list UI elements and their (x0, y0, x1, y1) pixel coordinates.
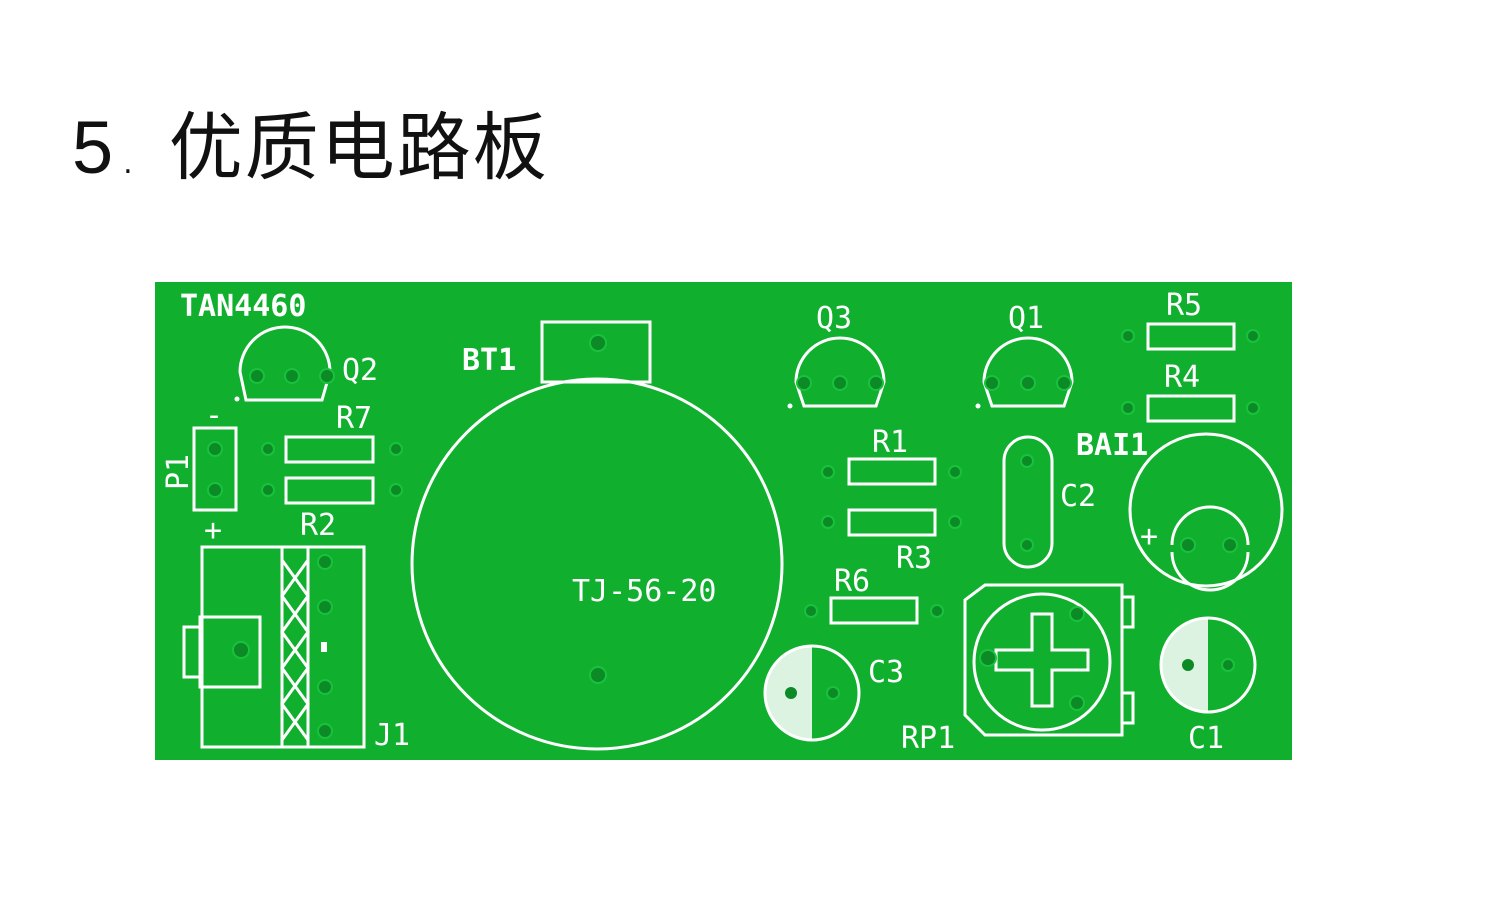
c1-label: C1 (1188, 721, 1224, 756)
title-text: 优质电路板 (168, 105, 549, 191)
r6-footprint: R6 (804, 564, 944, 625)
c2-label: C2 (1060, 479, 1096, 514)
q3-footprint: Q3 (787, 301, 886, 409)
r2-footprint: R2 (261, 476, 403, 543)
r1-label: R1 (872, 425, 908, 460)
c1-footprint: C1 (1159, 616, 1257, 756)
bt1-part-label: TJ-56-20 (572, 574, 717, 609)
r7-footprint: R7 (261, 401, 403, 464)
r6-label: R6 (834, 564, 870, 599)
p1-label: P1 (161, 454, 196, 490)
rp1-footprint: RP1 (901, 583, 1135, 756)
r1-footprint: R1 (821, 425, 962, 486)
r3-label: R3 (896, 541, 932, 576)
title-separator: . (123, 146, 135, 181)
p1-footprint: - + P1 (161, 398, 238, 548)
r5-label: R5 (1166, 288, 1202, 323)
bt1-label: BT1 (462, 343, 516, 378)
title-number: 5 (72, 106, 116, 189)
q1-footprint: Q1 (975, 301, 1074, 409)
pcb-board (155, 282, 1292, 760)
r4-footprint: R4 (1121, 360, 1260, 423)
p1-minus-label: - (205, 398, 223, 433)
j1-label: J1 (374, 718, 410, 753)
r5-footprint: R5 (1121, 288, 1260, 351)
j1-footprint: J1 (182, 545, 410, 753)
r7-label: R7 (336, 401, 372, 436)
r2-label: R2 (300, 508, 336, 543)
c3-label: C3 (868, 655, 904, 690)
q3-label: Q3 (816, 301, 852, 336)
c3-footprint: C3 (763, 644, 904, 742)
c2-footprint: C2 (1002, 435, 1096, 569)
q2-footprint: Q2 (234, 325, 378, 402)
bt1-footprint: BT1 TJ-56-20 (410, 320, 784, 751)
bai1-label: BAI1 (1076, 428, 1148, 463)
rp1-label: RP1 (901, 721, 955, 756)
page-title: 5. 优质电路板 (72, 88, 549, 195)
bai1-plus-label: + (1140, 519, 1158, 554)
p1-plus-label: + (204, 513, 222, 548)
bai1-footprint: BAI1 + (1076, 428, 1284, 592)
q2-label: Q2 (342, 353, 378, 388)
q1-label: Q1 (1008, 301, 1044, 336)
board-model-label: TAN4460 (180, 289, 306, 324)
r4-label: R4 (1164, 360, 1200, 395)
r3-footprint: R3 (821, 508, 962, 576)
